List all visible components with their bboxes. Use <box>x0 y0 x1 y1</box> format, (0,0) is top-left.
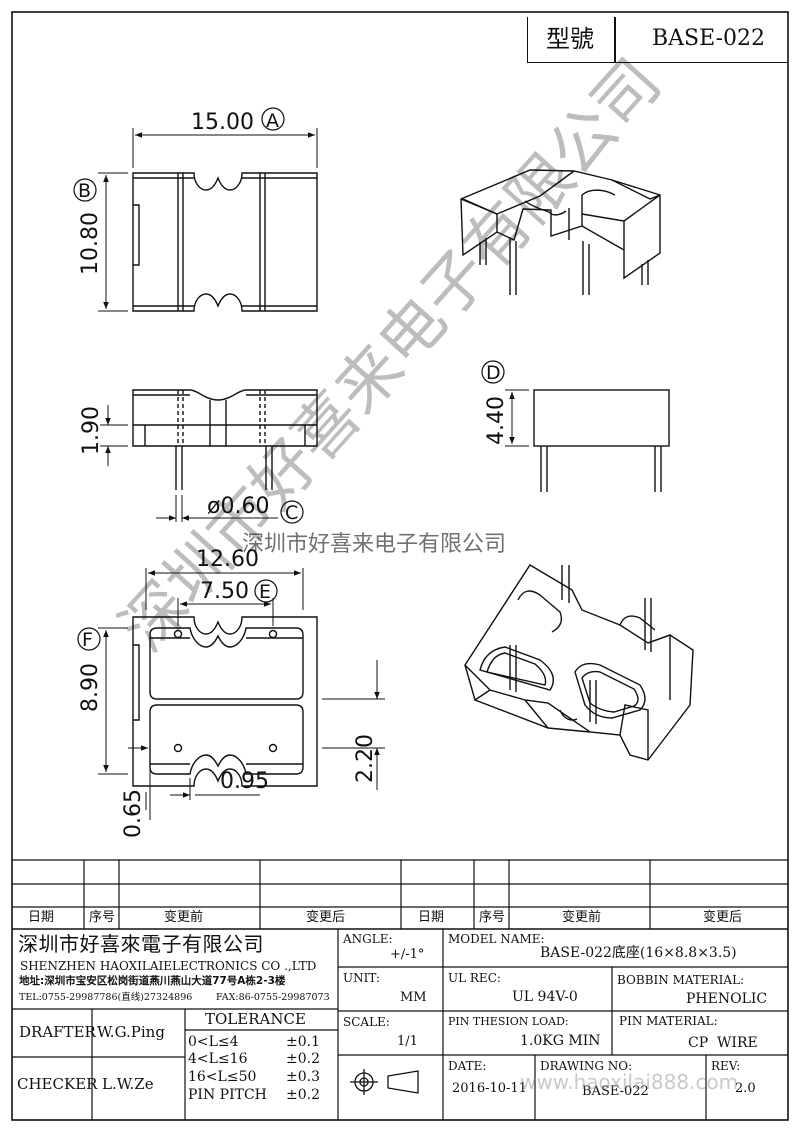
drafter-name: W.G.Ping <box>97 1023 165 1041</box>
scale-label: SCALE: <box>343 1015 390 1029</box>
angle-label: ANGLE: <box>343 932 393 946</box>
site-watermark: www.haoxilai888.com <box>520 1070 739 1094</box>
model-value: BASE-022 <box>652 26 766 51</box>
iso-view-bottom <box>464 564 694 761</box>
callout-c: C <box>285 502 298 524</box>
dim-top-height: 10.80 <box>78 212 103 275</box>
side-dims <box>100 405 278 522</box>
model-label: 型號 <box>546 25 594 53</box>
dim-bottom-width: 12.60 <box>196 547 259 572</box>
bottom-view <box>132 616 318 787</box>
rev-header-after-2: 变更后 <box>703 910 743 925</box>
tol-range-4: PIN PITCH <box>188 1087 267 1103</box>
pin-load-value: 1.0KG MIN <box>520 1033 601 1049</box>
dim-front-height: 4.40 <box>484 396 509 445</box>
top-dims <box>98 128 318 312</box>
front-view <box>533 389 670 492</box>
callout-e: E <box>259 581 271 603</box>
angle-value: +/-1° <box>390 947 425 962</box>
model-name-value: BASE-022底座(16×8.8×3.5) <box>540 945 737 961</box>
unit-value: MM <box>400 990 427 1005</box>
company-tel: TEL:0755-29987786(直线)27324896 <box>19 992 193 1003</box>
pin-mat-value: CP WIRE <box>688 1035 758 1051</box>
callout-f: F <box>82 629 93 651</box>
model-name-label: MODEL NAME: <box>448 932 545 946</box>
iso-view-top <box>460 169 661 295</box>
bottom-dims <box>98 568 385 820</box>
dim-pin-offset: 2.20 <box>353 734 378 783</box>
tol-range-3: 16<L≤50 <box>188 1069 257 1085</box>
dim-pin-span: 7.50 <box>200 579 249 604</box>
front-dims <box>505 389 529 447</box>
dim-bottom-height: 8.90 <box>78 663 103 712</box>
rev-header-before-2: 变更前 <box>562 910 602 925</box>
ul-value: UL 94V-0 <box>512 989 578 1005</box>
model-header: 型號 BASE-022 <box>527 17 788 63</box>
tol-value-2: ±0.2 <box>286 1051 320 1067</box>
dim-side-height: 1.90 <box>79 406 104 455</box>
company-address: 地址:深圳市宝安区松岗街道燕川燕山大道77号A栋2-3楼 <box>19 975 286 987</box>
callout-a: A <box>266 110 279 132</box>
ul-label: UL REC: <box>448 971 501 985</box>
rev-header-seq-1: 序号 <box>89 910 116 925</box>
drawing-frame <box>11 11 789 1121</box>
company-name-en: SHENZHEN HAOXILAIELECTRONICS CO .,LTD <box>20 959 317 973</box>
tol-value-4: ±0.2 <box>286 1087 320 1103</box>
callout-f-circle <box>77 627 101 651</box>
top-view <box>132 172 318 312</box>
callout-a-circle <box>261 107 285 131</box>
scale-value: 1/1 <box>397 1034 418 1049</box>
pin-mat-label: PIN MATERIAL: <box>619 1014 718 1028</box>
date-label: DATE: <box>448 1059 487 1073</box>
pin-load-label: PIN THESION LOAD: <box>448 1015 569 1028</box>
checker-label: CHECKER <box>17 1075 98 1093</box>
checker-name: L.W.Ze <box>102 1075 154 1093</box>
rev-header-after-1: 变更后 <box>306 910 346 925</box>
rev-value: 2.0 <box>735 1081 756 1096</box>
rev-header-before-1: 变更前 <box>164 910 204 925</box>
callout-d-circle <box>481 360 505 384</box>
tol-range-1: 0<L≤4 <box>188 1034 239 1050</box>
rev-header-date-2: 日期 <box>418 910 445 925</box>
drawing-no-label: DRAWING NO: <box>540 1059 633 1073</box>
tolerance-title: TOLERANCE <box>205 1010 306 1028</box>
rev-header-seq-2: 序号 <box>479 910 506 925</box>
bobbin-label: BOBBIN MATERIAL: <box>617 973 745 987</box>
dim-top-width: 15.00 <box>191 110 254 135</box>
callout-e-circle <box>254 579 278 603</box>
callout-d: D <box>486 362 501 384</box>
date-value: 2016-10-11 <box>452 1081 527 1096</box>
tol-range-2: 4<L≤16 <box>188 1051 248 1067</box>
callout-b-circle <box>73 178 97 202</box>
callout-c-circle <box>280 500 304 524</box>
dim-edge-offset: 0.65 <box>121 789 146 838</box>
drafter-label: DRAFTER <box>19 1023 96 1041</box>
unit-label: UNIT: <box>343 971 380 985</box>
side-view <box>132 389 318 490</box>
callout-b: B <box>78 180 91 202</box>
tol-value-1: ±0.1 <box>286 1034 320 1050</box>
rev-label: REV: <box>711 1059 741 1073</box>
bobbin-value: PHENOLIC <box>686 991 768 1007</box>
company-name-cn: 深圳市好喜來電子有限公司 <box>18 932 264 956</box>
dim-pin-dia: ø0.60 <box>207 494 269 519</box>
watermark-horizontal: 深圳市好喜来电子有限公司 <box>242 532 506 557</box>
rev-header-date-1: 日期 <box>28 910 55 925</box>
drawing-no-value: BASE-022 <box>582 1084 649 1099</box>
company-fax: FAX:86-0755-29987073 <box>216 992 330 1003</box>
tol-value-3: ±0.3 <box>286 1069 320 1085</box>
dim-slot-width: 0.95 <box>220 769 269 794</box>
